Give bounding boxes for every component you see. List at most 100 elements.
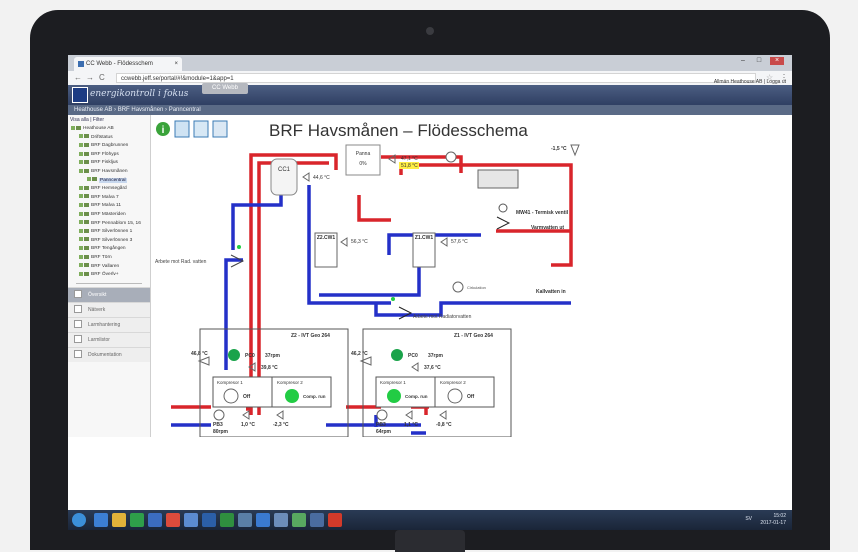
spotify-icon[interactable] <box>130 513 144 527</box>
browser-menu-icon[interactable]: ⋮ <box>780 73 788 82</box>
z1-komp1-run-icon[interactable] <box>387 389 401 403</box>
expand-icon[interactable] <box>79 185 83 190</box>
tree-item[interactable]: BRF Överlv+ <box>68 271 150 280</box>
z2-komp1-off-icon[interactable] <box>223 388 239 404</box>
z2-komp2-run-icon[interactable] <box>285 389 299 403</box>
tree-item[interactable]: Driftstatus <box>68 134 150 143</box>
tree-item[interactable]: BRF Hemsegård <box>68 185 150 194</box>
info-icon[interactable] <box>156 122 170 136</box>
expand-icon[interactable] <box>79 211 83 216</box>
browser-tab[interactable]: CC Webb - Flödesschem × <box>74 57 182 71</box>
tree-item[interactable]: BRF Dagbrunnen <box>68 142 150 151</box>
expand-icon[interactable] <box>71 125 75 130</box>
taskbar-clock[interactable]: 15:02 2017-01-17 <box>760 513 786 527</box>
app-icon-5[interactable] <box>292 513 306 527</box>
tree-item[interactable]: BRF Silverlönnen 1 <box>68 228 150 237</box>
tree-item[interactable]: BRF Törn <box>68 254 150 263</box>
back-button[interactable]: ← <box>74 73 82 82</box>
z2-brine-pump-icon[interactable] <box>213 409 225 421</box>
expand-icon[interactable] <box>79 220 83 225</box>
maximize-button[interactable]: □ <box>756 57 762 64</box>
z1-pb-label: PB3 <box>376 422 386 428</box>
language-indicator[interactable]: SV <box>745 516 752 522</box>
forward-button[interactable]: → <box>86 73 94 82</box>
minimize-button[interactable]: – <box>741 57 745 64</box>
expand-icon[interactable] <box>79 263 83 268</box>
z1-pb-rpm: 64rpm <box>376 429 392 435</box>
app-icon-6[interactable] <box>310 513 324 527</box>
folder-icon <box>92 177 97 182</box>
sidebar-panel[interactable]: Översikt <box>68 286 150 302</box>
mw41-motor-icon[interactable] <box>498 203 508 213</box>
tree-item[interactable]: BRF Malva 7 <box>68 194 150 203</box>
app-icon-1[interactable] <box>184 513 198 527</box>
tree-item[interactable]: BRF Tengången <box>68 245 150 254</box>
reload-button[interactable]: C <box>99 73 105 82</box>
z1-komp2-off-icon[interactable] <box>447 388 463 404</box>
close-window-button[interactable]: × <box>770 57 784 65</box>
start-button-icon[interactable] <box>72 513 86 527</box>
tree-item[interactable]: BRF Pennablom 15, 16 <box>68 220 150 229</box>
folder-icon <box>84 220 89 225</box>
expand-icon[interactable] <box>87 177 91 182</box>
cc-webb-button[interactable]: CC Webb <box>202 83 248 94</box>
boiler-temp-1: 47,1 °C <box>401 156 418 162</box>
word-icon[interactable] <box>202 513 216 527</box>
expand-icon[interactable] <box>79 168 83 173</box>
expand-icon[interactable] <box>79 142 83 147</box>
sidebar-panel[interactable]: Larmhantering <box>68 316 150 332</box>
circulation-pump-icon[interactable] <box>452 281 464 293</box>
expand-icon[interactable] <box>79 271 83 276</box>
expand-icon[interactable] <box>79 151 83 156</box>
expand-icon[interactable] <box>79 203 83 208</box>
tree-item[interactable]: Heathouse AB <box>68 125 150 134</box>
expand-icon[interactable] <box>79 160 83 165</box>
app-icon-3[interactable] <box>256 513 270 527</box>
tab-close-icon[interactable]: × <box>174 61 178 67</box>
expand-icon[interactable] <box>79 237 83 242</box>
app-icon-4[interactable] <box>274 513 288 527</box>
clock-time: 15:02 <box>773 513 786 519</box>
z1-brine-pump-icon[interactable] <box>376 409 388 421</box>
rad-valve-icon[interactable] <box>230 254 245 268</box>
bookmark-star-icon[interactable]: ☆ <box>766 73 774 82</box>
sidebar-panel[interactable]: Dokumentation <box>68 346 150 362</box>
ie-icon[interactable] <box>94 513 108 527</box>
expand-icon[interactable] <box>79 134 83 139</box>
panel-icon <box>74 305 82 314</box>
tree-item[interactable]: BRF Silverlönnen 3 <box>68 237 150 246</box>
app-icon-2[interactable] <box>238 513 252 527</box>
sidebar-filter-links[interactable]: Visa alla | Filter <box>70 117 104 123</box>
address-bar[interactable]: ccwebb.jeff.se/portal/#!&module=1&app=1 <box>116 73 756 83</box>
tree-item[interactable]: BRF Flöhyps <box>68 151 150 160</box>
radiator-valve-icon[interactable] <box>398 306 413 320</box>
expand-icon[interactable] <box>79 228 83 233</box>
outlook-icon[interactable] <box>148 513 162 527</box>
sidebar-panel[interactable]: Larmlistor <box>68 331 150 347</box>
z2-pump-icon[interactable] <box>228 349 240 361</box>
divider <box>76 282 142 284</box>
boiler-pump-icon[interactable] <box>445 151 457 163</box>
expand-icon[interactable] <box>79 254 83 259</box>
excel-icon[interactable] <box>220 513 234 527</box>
sidebar-panel[interactable]: Nätverk <box>68 301 150 317</box>
mw41-valve-icon[interactable] <box>496 216 511 230</box>
tree-item[interactable]: BRF Mästeriden <box>68 211 150 220</box>
save-icon[interactable] <box>212 120 228 138</box>
book-icon[interactable] <box>174 120 190 138</box>
user-info[interactable]: Allmän Heathouse AB | Logga ut <box>713 79 786 85</box>
expand-icon[interactable] <box>79 246 83 251</box>
z1-pump-icon[interactable] <box>391 349 403 361</box>
tree-item[interactable]: BRF Malva 11 <box>68 202 150 211</box>
tree-item[interactable]: BRF Fiskljus <box>68 159 150 168</box>
tree-item[interactable]: BRF Vallaren <box>68 263 150 272</box>
chrome-icon[interactable] <box>166 513 180 527</box>
z1-mid-sensor-icon <box>411 362 419 372</box>
pdf-icon[interactable] <box>328 513 342 527</box>
tree-item[interactable]: BRF Havsmånen <box>68 168 150 177</box>
folder-icon[interactable] <box>112 513 126 527</box>
expand-icon[interactable] <box>79 194 83 199</box>
document-icon[interactable] <box>193 120 209 138</box>
tree-item[interactable]: Panncentral <box>68 177 150 186</box>
